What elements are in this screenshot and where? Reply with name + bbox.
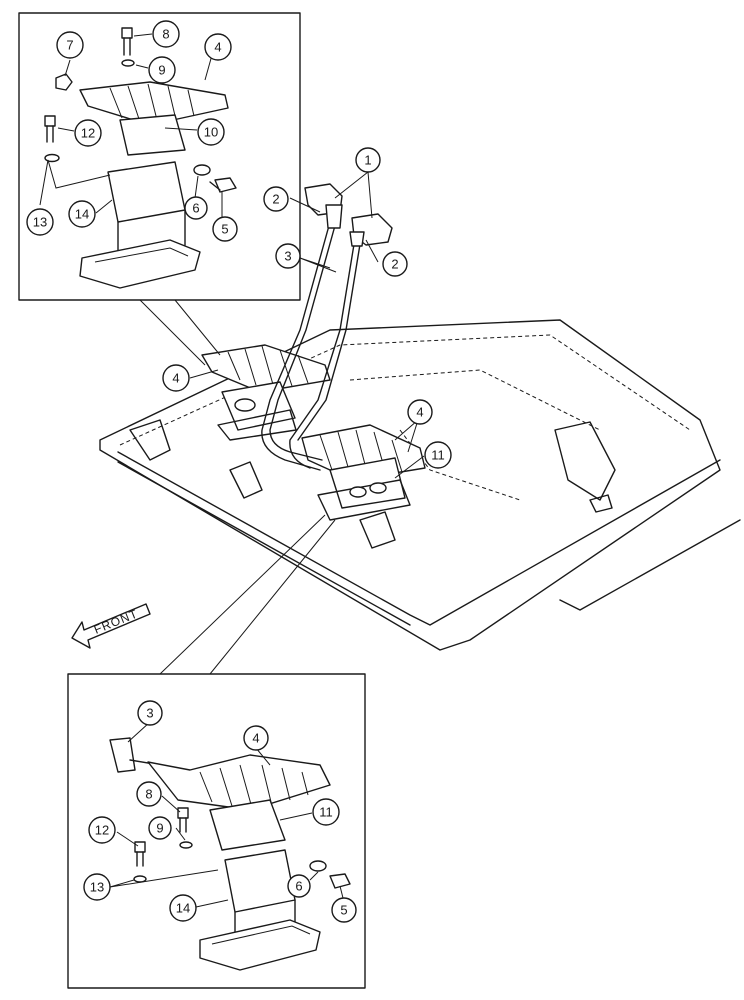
callout-label: 2 <box>391 257 398 272</box>
callout-4: 4 <box>204 33 232 61</box>
callout-label: 2 <box>272 192 279 207</box>
travel-levers <box>261 221 363 471</box>
front-arrow: FRONT <box>71 603 151 649</box>
callout-6: 6 <box>184 196 208 220</box>
callout-label: 4 <box>252 731 259 746</box>
callout-8: 8 <box>152 20 180 48</box>
callout-2-right: 2 <box>382 251 408 277</box>
callout-label: 13 <box>90 880 104 895</box>
callout-label: 8 <box>162 27 169 42</box>
callout-4-left: 4 <box>162 364 190 392</box>
callout-label: 4 <box>416 405 423 420</box>
callout-label: 12 <box>81 126 95 141</box>
callout-13-detail: 13 <box>83 873 111 901</box>
callout-label: 4 <box>214 40 221 55</box>
callout-5-detail: 5 <box>331 897 357 923</box>
callout-8-detail: 8 <box>136 781 162 807</box>
callout-11-detail: 11 <box>312 798 340 826</box>
callout-label: 12 <box>95 823 109 838</box>
front-arrow-label: FRONT <box>92 606 140 636</box>
callout-label: 7 <box>66 38 73 53</box>
callout-label: 13 <box>33 215 47 230</box>
callout-14-detail: 14 <box>169 894 197 922</box>
callout-label: 5 <box>221 222 228 237</box>
callout-13: 13 <box>26 208 54 236</box>
callout-label: 11 <box>319 805 333 820</box>
callout-6-detail: 6 <box>287 874 311 898</box>
callout-label: 11 <box>431 448 445 463</box>
left-travel-pedal <box>201 344 331 441</box>
right-travel-pedal <box>301 424 426 521</box>
callout-label: 9 <box>158 63 165 78</box>
callout-12: 12 <box>74 119 102 147</box>
callout-10: 10 <box>197 118 225 146</box>
callout-1: 1 <box>355 147 381 173</box>
callout-9: 9 <box>148 56 176 84</box>
callout-12-detail: 12 <box>88 816 116 844</box>
callout-label: 3 <box>284 249 291 264</box>
callout-label: 8 <box>145 787 152 802</box>
callout-label: 14 <box>176 901 190 916</box>
lever-handles <box>304 183 393 247</box>
callout-label: 14 <box>75 207 89 222</box>
callout-label: 4 <box>172 371 179 386</box>
callout-label: 10 <box>204 125 218 140</box>
callout-leaders <box>39 33 425 908</box>
callout-label: 3 <box>146 706 153 721</box>
callout-label: 9 <box>156 821 163 836</box>
callout-label: 6 <box>295 879 302 894</box>
callout-3-detail: 3 <box>137 700 163 726</box>
callout-7: 7 <box>56 31 84 59</box>
callout-5: 5 <box>212 216 238 242</box>
callout-11: 11 <box>424 441 452 469</box>
callout-4-detail: 4 <box>243 725 269 751</box>
callout-2-left: 2 <box>263 186 289 212</box>
callout-4-right: 4 <box>407 399 433 425</box>
callout-label: 5 <box>340 903 347 918</box>
callout-9-detail: 9 <box>148 816 172 840</box>
cab-floor-plate <box>99 319 741 651</box>
callout-14: 14 <box>68 200 96 228</box>
callout-3: 3 <box>275 243 301 269</box>
bottom-detail-box <box>67 514 366 989</box>
callout-label: 1 <box>364 153 371 168</box>
callout-label: 6 <box>192 201 199 216</box>
